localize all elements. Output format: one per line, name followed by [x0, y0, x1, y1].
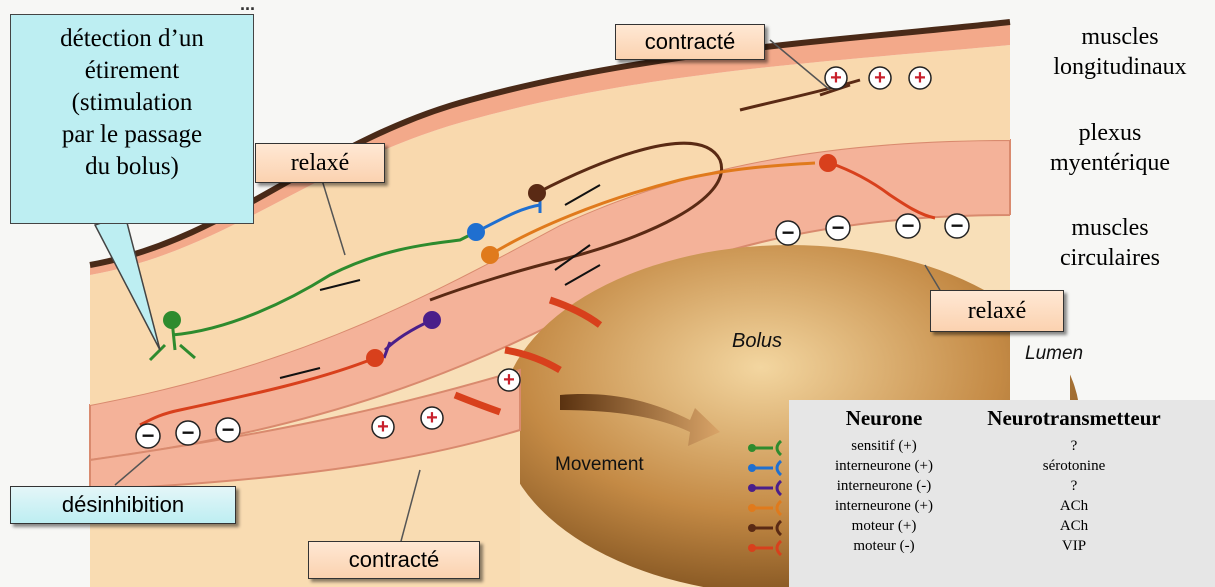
label-plexus-line2: myentérique [1020, 148, 1200, 178]
legend-header-transmitter: Neurotransmetteur [949, 406, 1199, 431]
tag-desinhibition: désinhibition [10, 486, 236, 524]
neuron-legend: Neurone Neurotransmetteur sensitif (+)?i… [789, 400, 1215, 587]
sign-minus-left-3: − [216, 417, 240, 442]
stretch-detection-callout: détection d’un étirement (stimulation pa… [10, 14, 254, 224]
legend-header-neurone: Neurone [829, 406, 939, 431]
sign-plus-top-2: + [869, 67, 891, 89]
sign-minus-right-3: − [896, 213, 920, 238]
label-longitudinal-muscles: muscles longitudinaux [1030, 22, 1210, 82]
label-myenteric-plexus: plexus myentérique [1020, 118, 1200, 178]
svg-text:+: + [914, 67, 926, 89]
sign-minus-left-2: − [176, 420, 200, 445]
callout-line-1: détection d’un [11, 23, 253, 55]
svg-text:−: − [951, 213, 964, 238]
motor-minus-body-right [819, 154, 837, 172]
header-fragment: ... [240, 0, 255, 15]
svg-text:−: − [782, 220, 795, 245]
callout-line-4: par le passage [11, 119, 253, 151]
interneuron-orange-body [481, 246, 499, 264]
svg-text:+: + [426, 407, 438, 429]
label-longitudinal-line1: muscles [1030, 22, 1210, 52]
label-bolus: Bolus [732, 330, 782, 353]
sign-minus-right-2: − [826, 215, 850, 240]
legend-neuron-symbol [747, 540, 783, 556]
sign-minus-right-4: − [945, 213, 969, 238]
svg-text:+: + [830, 67, 842, 89]
callout-line-3: (stimulation [11, 87, 253, 119]
legend-transmitter-cell: ACh [949, 518, 1199, 535]
label-circular-line2: circulaires [1020, 243, 1200, 273]
label-circular-muscles: muscles circulaires [1020, 213, 1200, 273]
label-longitudinal-line2: longitudinaux [1030, 52, 1210, 82]
svg-text:−: − [142, 423, 155, 448]
sign-minus-right-1: − [776, 220, 800, 245]
tag-contracte-top: contracté [615, 24, 765, 60]
label-movement: Movement [555, 454, 644, 476]
sign-minus-left-1: − [136, 423, 160, 448]
sign-plus-top-1: + [825, 67, 847, 89]
svg-text:+: + [503, 369, 515, 391]
legend-transmitter-cell: ? [949, 478, 1199, 495]
svg-text:−: − [222, 417, 235, 442]
sign-plus-bottom-1: + [372, 416, 394, 438]
svg-text:+: + [377, 416, 389, 438]
svg-text:−: − [902, 213, 915, 238]
legend-transmitter-cell: sérotonine [949, 458, 1199, 475]
legend-neuron-symbol [747, 440, 783, 456]
legend-neuron-symbol [747, 480, 783, 496]
interneuron-purple-body [423, 311, 441, 329]
sign-plus-top-3: + [909, 67, 931, 89]
svg-text:+: + [874, 67, 886, 89]
legend-neuron-symbol [747, 500, 783, 516]
legend-transmitter-cell: ? [949, 438, 1199, 455]
interneuron-blue-body [467, 223, 485, 241]
sign-plus-bottom-2: + [421, 407, 443, 429]
tag-contracte-bottom: contracté [308, 541, 480, 579]
sensory-neuron-body [163, 311, 181, 329]
sign-plus-mid: + [498, 369, 520, 391]
legend-neuron-symbol [747, 520, 783, 536]
callout-line-5: du bolus) [11, 151, 253, 183]
legend-transmitter-cell: ACh [949, 498, 1199, 515]
label-plexus-line1: plexus [1020, 118, 1200, 148]
tag-relaxe-left: relaxé [255, 143, 385, 183]
legend-transmitter-cell: VIP [949, 538, 1199, 555]
svg-text:−: − [182, 420, 195, 445]
label-lumen: Lumen [1025, 343, 1083, 365]
motor-minus-body [366, 349, 384, 367]
legend-neuron-symbol [747, 460, 783, 476]
label-circular-line1: muscles [1020, 213, 1200, 243]
svg-text:−: − [832, 215, 845, 240]
tag-relaxe-right: relaxé [930, 290, 1064, 332]
callout-line-2: étirement [11, 55, 253, 87]
